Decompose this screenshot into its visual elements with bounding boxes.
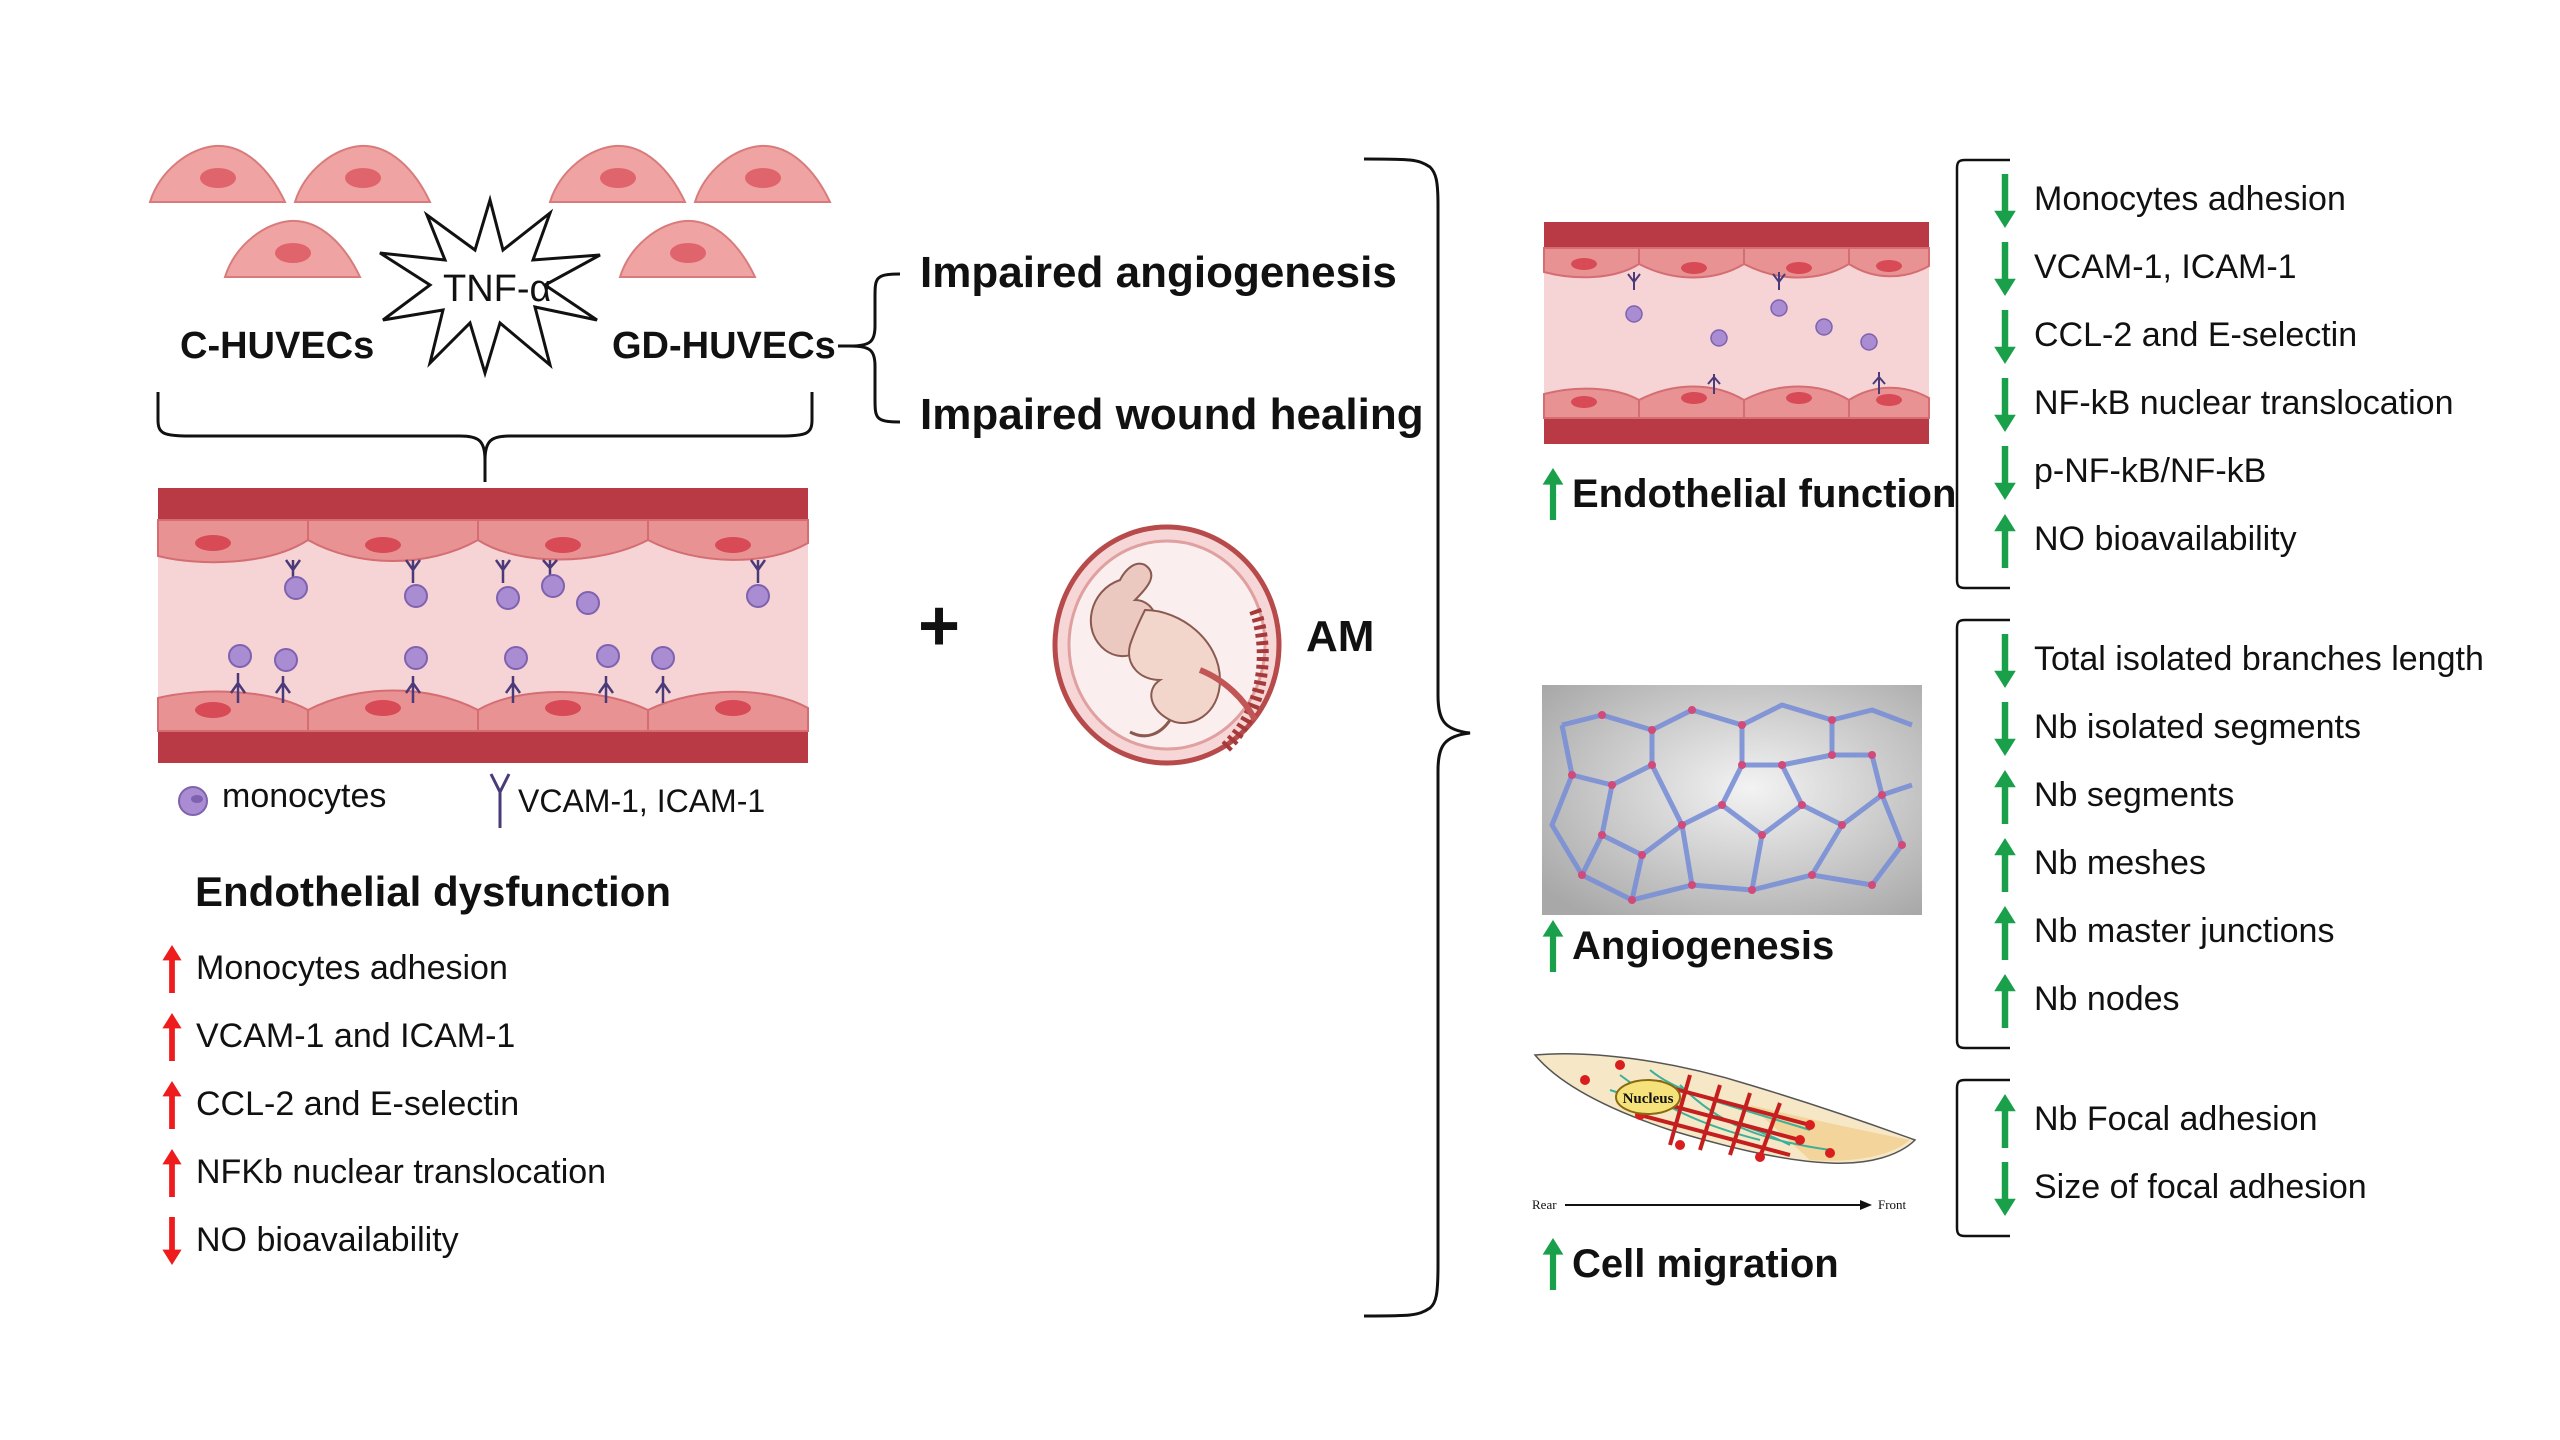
receptor-legend-icon [489, 773, 511, 828]
control-cells-label: C-HUVECs [180, 325, 375, 367]
dysfunctional-vessel [157, 488, 809, 763]
tnf-starburst [379, 194, 601, 379]
arrow-up-icon [162, 1149, 182, 1197]
impairment-angiogenesis: Impaired angiogenesis [920, 248, 1397, 297]
outcome-bracket [1955, 158, 2010, 590]
arrow-up-icon [162, 1081, 182, 1129]
outcome-title: Angiogenesis [1572, 924, 1835, 968]
outcome-item: Nb nodes [2034, 980, 2180, 1018]
arrow-up-icon [1994, 974, 2016, 1028]
rear-label: Rear [1532, 1197, 1557, 1212]
arrow-down-icon [1994, 634, 2016, 688]
outcome-bracket [1955, 1078, 2010, 1238]
outcome-item: Nb meshes [2034, 844, 2206, 882]
control-cell [149, 144, 286, 203]
arrow-down-icon [1994, 378, 2016, 432]
outcome-item: NO bioavailability [2034, 520, 2297, 558]
arrow-up-icon [1994, 514, 2016, 568]
outcome-item: p-NF-kB/NF-kB [2034, 452, 2267, 490]
arrow-up-icon [1542, 920, 1564, 972]
outcome-item: Size of focal adhesion [2034, 1168, 2367, 1206]
dysfunction-title: Endothelial dysfunction [195, 868, 672, 915]
gd-cell [694, 144, 831, 203]
arrow-up-icon [1994, 838, 2016, 892]
outcome-item: Nb segments [2034, 776, 2235, 814]
treatment-brace [1363, 157, 1471, 1318]
outcome-item: Nb master junctions [2034, 912, 2335, 950]
arrow-down-icon [162, 1217, 182, 1265]
outcome-item: Total isolated branches length [2034, 640, 2484, 678]
arrow-up-icon [1994, 1094, 2016, 1148]
am-label: AM [1306, 612, 1375, 661]
receptor-legend-label: VCAM-1, ICAM-1 [518, 783, 766, 819]
arrow-down-icon [1994, 446, 2016, 500]
arrow-up-icon [1994, 770, 2016, 824]
outcome-title: Endothelial function [1572, 472, 1957, 516]
impairment-wound-healing: Impaired wound healing [920, 390, 1424, 439]
dysfunction-item: NO bioavailability [196, 1221, 459, 1259]
arrow-down-icon [1994, 1162, 2016, 1216]
arrow-up-icon [1542, 1238, 1564, 1290]
arrow-up-icon [1542, 468, 1564, 520]
cell-migration-image: Nucleus Rear Front [1532, 1053, 1917, 1212]
nucleus-label: Nucleus [1623, 1091, 1674, 1107]
impairment-brace [838, 272, 901, 424]
outcome-item: NF-kB nuclear translocation [2034, 384, 2454, 422]
outcome-item: Monocytes adhesion [2034, 180, 2346, 218]
outcome-item: Nb Focal adhesion [2034, 1100, 2318, 1138]
arrow-down-icon [1994, 242, 2016, 296]
cells-to-vessel-brace [156, 392, 814, 482]
control-cell [294, 144, 431, 203]
outcome-bracket [1955, 618, 2010, 1050]
arrow-up-icon [1994, 906, 2016, 960]
arrow-down-icon [1994, 174, 2016, 228]
dysfunction-item: Monocytes adhesion [196, 949, 508, 987]
gd-cells-label: GD-HUVECs [612, 325, 836, 367]
arrow-up-icon [162, 945, 182, 993]
monocytes-legend-label: monocytes [222, 777, 387, 815]
outcome-title: Cell migration [1572, 1242, 1839, 1286]
amniotic-membrane-embryo [1052, 524, 1282, 766]
tnf-label: TNF-α [443, 268, 552, 310]
plus-sign: + [918, 586, 961, 666]
outcome-item: Nb isolated segments [2034, 708, 2361, 746]
front-label: Front [1878, 1197, 1907, 1212]
gd-cell [619, 219, 756, 278]
dysfunction-item: VCAM-1 and ICAM-1 [196, 1017, 516, 1055]
control-cell [224, 219, 361, 278]
gd-cell [549, 144, 686, 203]
dysfunction-item: CCL-2 and E-selectin [196, 1085, 520, 1123]
angiogenesis-network-image [1542, 685, 1922, 915]
arrow-down-icon [1994, 702, 2016, 756]
outcome-item: CCL-2 and E-selectin [2034, 316, 2358, 354]
monocyte-legend-icon [178, 786, 208, 816]
outcome-item: VCAM-1, ICAM-1 [2034, 248, 2297, 286]
arrow-up-icon [162, 1013, 182, 1061]
arrow-down-icon [1994, 310, 2016, 364]
dysfunction-item: NFKb nuclear translocation [196, 1153, 607, 1191]
healthy-vessel [1543, 222, 1930, 444]
